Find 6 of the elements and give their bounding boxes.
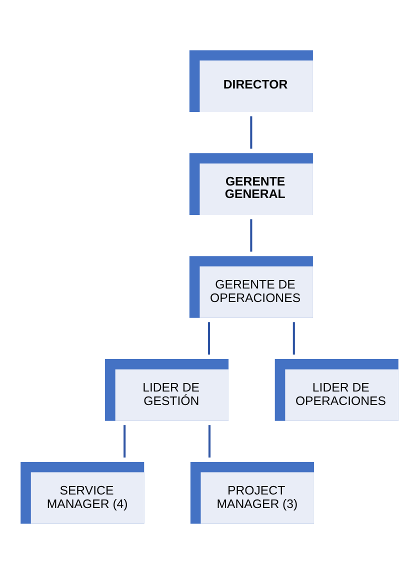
connector: [250, 218, 252, 252]
connector: [208, 424, 211, 458]
connector: [250, 116, 252, 148]
connector: [292, 322, 295, 354]
connector: [208, 322, 210, 354]
connector: [124, 424, 126, 458]
